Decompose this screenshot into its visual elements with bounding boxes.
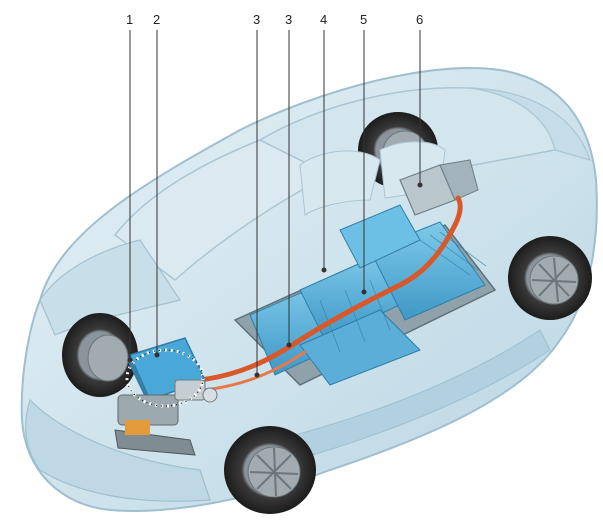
main-cable (197, 195, 463, 383)
rear-window (469, 87, 591, 161)
callout-3b: 3 (285, 12, 292, 27)
leader-lines (127, 30, 423, 378)
wheel-front-right (224, 426, 316, 514)
wheel-rear-right (508, 236, 592, 320)
callout-1: 1 (126, 12, 133, 27)
callout-5: 5 (360, 12, 367, 27)
front-bumper (25, 398, 211, 502)
onboard-charger (399, 159, 479, 216)
callout-labels: 1 2 3 3 4 5 6 (126, 12, 423, 27)
callout-4: 4 (320, 12, 327, 27)
side-sill (229, 329, 551, 476)
callout-6: 6 (416, 12, 423, 27)
callout-3a: 3 (253, 12, 260, 27)
wheel-front-left (62, 313, 138, 397)
battery-modules-lower (299, 309, 421, 386)
callout-2: 2 (153, 12, 160, 27)
motor-assembly (114, 337, 218, 456)
